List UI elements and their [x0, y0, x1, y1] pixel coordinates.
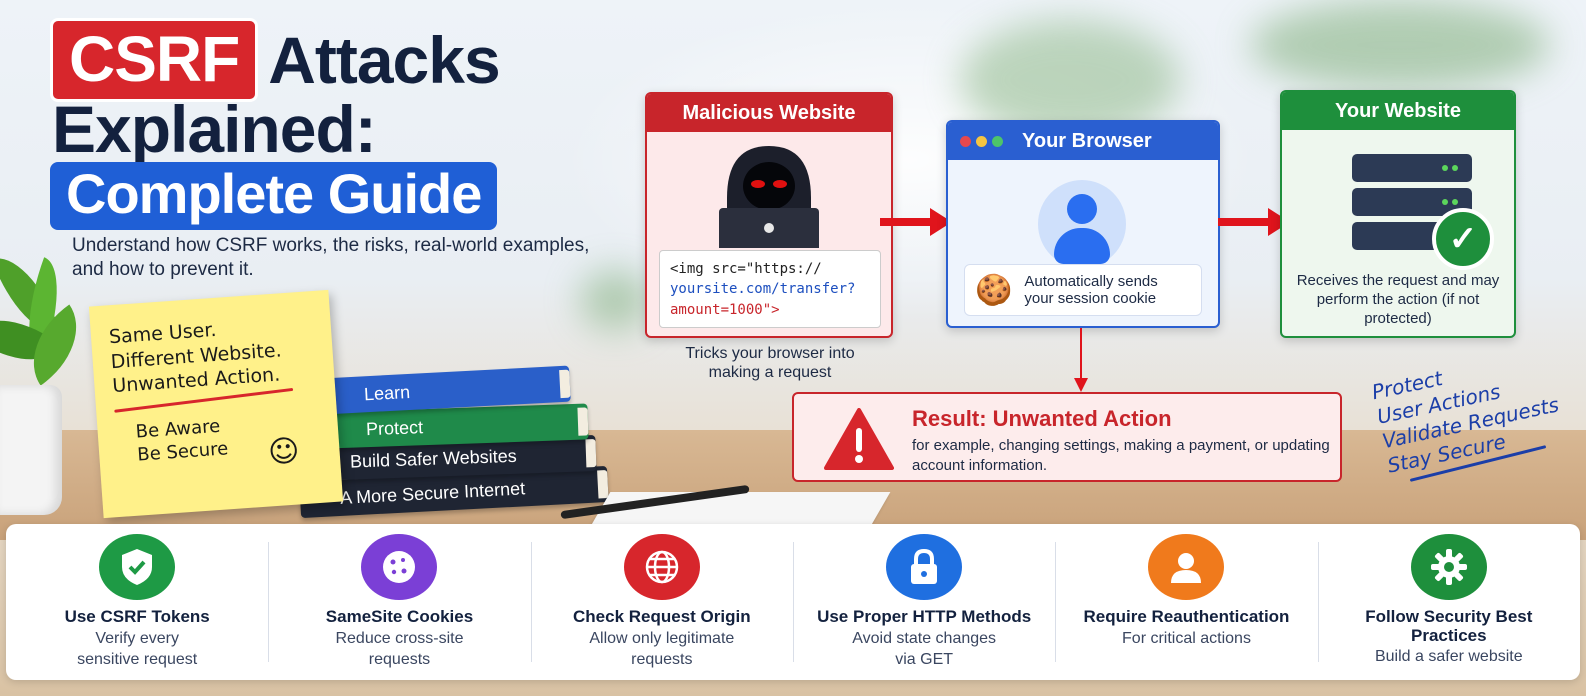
warning-icon — [824, 408, 894, 470]
card-title: Malicious Website — [647, 94, 891, 132]
tip-check-request-origin: Check Request Origin Allow only legitima… — [530, 524, 793, 680]
result-title: Result: Unwanted Action — [912, 406, 1172, 431]
smiley-icon: ☺ — [267, 433, 301, 471]
malicious-website-card: Malicious Website <img src="https:// you… — [645, 92, 893, 338]
page-title-line-1: CSRF Attacks — [50, 18, 501, 102]
gear-icon — [1410, 534, 1487, 600]
book-label: Learn — [363, 381, 411, 404]
arrow-right-icon — [880, 208, 952, 236]
sticky-note: Same User. Different Website. Unwanted A… — [88, 289, 344, 519]
shield-check-icon — [99, 534, 176, 600]
title-word: Attacks — [268, 23, 500, 97]
book-label: Protect — [365, 416, 424, 439]
tip-desc: Build a safer website — [1374, 648, 1523, 666]
user-icon — [1148, 534, 1225, 600]
session-cookie-box: 🍪 Automatically sends your session cooki… — [964, 264, 1202, 316]
tip-use-csrf-tokens: Use CSRF Tokens Verify every sensitive r… — [6, 524, 268, 680]
tip-desc: Allow only legitimate — [589, 629, 735, 647]
tip-follow-security-best-practices: Follow Security Best Practices Build a s… — [1317, 524, 1580, 680]
window-dot-icon — [976, 135, 987, 147]
tip-title: Require Reauthentication — [1083, 607, 1290, 626]
code-line: amount=1000"> — [670, 301, 780, 318]
browser-card: Your Browser 🍪 Automatically sends your … — [946, 120, 1220, 328]
lock-icon — [886, 534, 963, 600]
card-title: Your Website — [1282, 92, 1514, 130]
tip-desc: requests — [368, 650, 431, 668]
tip-require-reauthentication: Require Reauthentication For critical ac… — [1055, 524, 1317, 680]
book-label: A More Secure Internet — [339, 477, 526, 508]
background-plant-blur-2 — [1250, 0, 1550, 90]
cookie-icon: 🍪 — [975, 273, 1013, 307]
arrow-down-icon — [1074, 328, 1088, 392]
prevention-tips-bar: Use CSRF Tokens Verify every sensitive r… — [6, 524, 1580, 680]
result-description: for example, changing settings, making a… — [912, 437, 1330, 474]
tip-title: Use CSRF Tokens — [64, 607, 210, 626]
cookie-text: Automatically sends your session cookie — [1024, 272, 1158, 307]
globe-icon — [623, 534, 700, 600]
code-line: yoursite.com/transfer? — [670, 281, 856, 298]
tip-title: Check Request Origin — [573, 607, 751, 626]
tip-title: Use Proper HTTP Methods — [817, 607, 1032, 626]
malicious-caption: Tricks your browser into making a reques… — [685, 345, 855, 382]
tip-desc: Avoid state changes — [852, 629, 997, 647]
tip-samesite-cookies: SameSite Cookies Reduce cross-site reque… — [268, 524, 530, 680]
website-description: Receives the request and may perform the… — [1296, 272, 1500, 327]
code-line: <img src="https:// — [670, 261, 822, 277]
title-highlight: CSRF — [50, 18, 259, 102]
result-box: Result: Unwanted Action for example, cha… — [792, 392, 1342, 482]
window-dot-icon — [992, 135, 1003, 147]
arrow-right-icon — [1218, 208, 1290, 236]
card-title: Your Browser — [1022, 129, 1152, 152]
card-title-bar: Your Browser — [948, 122, 1218, 160]
book-label: Build Safer Websites — [349, 445, 518, 472]
tip-desc: sensitive request — [77, 650, 198, 668]
tip-desc: via GET — [895, 650, 954, 668]
malicious-code-snippet: <img src="https:// yoursite.com/transfer… — [659, 250, 881, 328]
tip-title: SameSite Cookies — [325, 607, 474, 626]
check-icon: ✓ — [1432, 208, 1494, 270]
page-title-line-2: Explained: — [52, 92, 377, 166]
notebook — [589, 492, 891, 528]
server-icon — [1352, 154, 1476, 256]
user-avatar-icon — [1038, 180, 1126, 268]
plant-pot — [0, 385, 62, 515]
tip-desc: For critical actions — [1122, 629, 1251, 647]
tip-desc: requests — [631, 650, 693, 668]
tip-desc: Reduce cross-site — [335, 629, 464, 647]
tip-title: Follow Security Best Practices — [1365, 607, 1533, 645]
tip-use-proper-http-methods: Use Proper HTTP Methods Avoid state chan… — [792, 524, 1055, 680]
page-subtitle: Understand how CSRF works, the risks, re… — [72, 235, 590, 280]
cookie-icon — [361, 534, 438, 600]
tip-desc: Verify every — [95, 629, 179, 647]
page-title-line-3: Complete Guide — [50, 162, 498, 230]
your-website-card: Your Website ✓ Receives the request and … — [1280, 90, 1516, 338]
background-plant-blur-3 — [580, 270, 650, 330]
hacker-icon — [719, 146, 819, 248]
window-dot-icon — [960, 135, 971, 147]
